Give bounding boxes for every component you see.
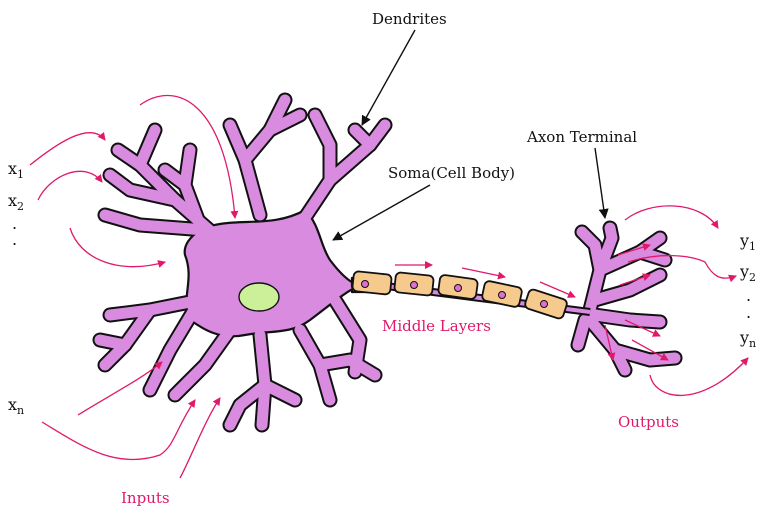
- axon-terminal-leader: [595, 148, 605, 218]
- outputs-label: Outputs: [618, 413, 679, 431]
- dendrites-leader: [362, 30, 415, 125]
- nucleus: [239, 283, 279, 311]
- soma-leader: [333, 185, 430, 240]
- input-x1: x1: [8, 159, 24, 181]
- middle-layers-label: Middle Layers: [382, 317, 491, 335]
- axon-terminal-label: Axon Terminal: [526, 128, 637, 146]
- input-xn: xn: [8, 395, 24, 417]
- axon: [352, 271, 590, 320]
- input-x2: x2: [8, 191, 24, 213]
- myelin-sheath: [352, 271, 392, 295]
- output-y1: y1: [739, 231, 756, 253]
- output-y2: y2: [739, 262, 756, 284]
- output-yn: yn: [739, 328, 756, 350]
- input-ellipsis-dot: .: [12, 230, 17, 249]
- dendrites-label: Dendrites: [372, 10, 447, 28]
- output-ellipsis-dot: .: [746, 303, 751, 322]
- inputs-label: Inputs: [121, 489, 170, 507]
- soma-label: Soma(Cell Body): [388, 164, 515, 182]
